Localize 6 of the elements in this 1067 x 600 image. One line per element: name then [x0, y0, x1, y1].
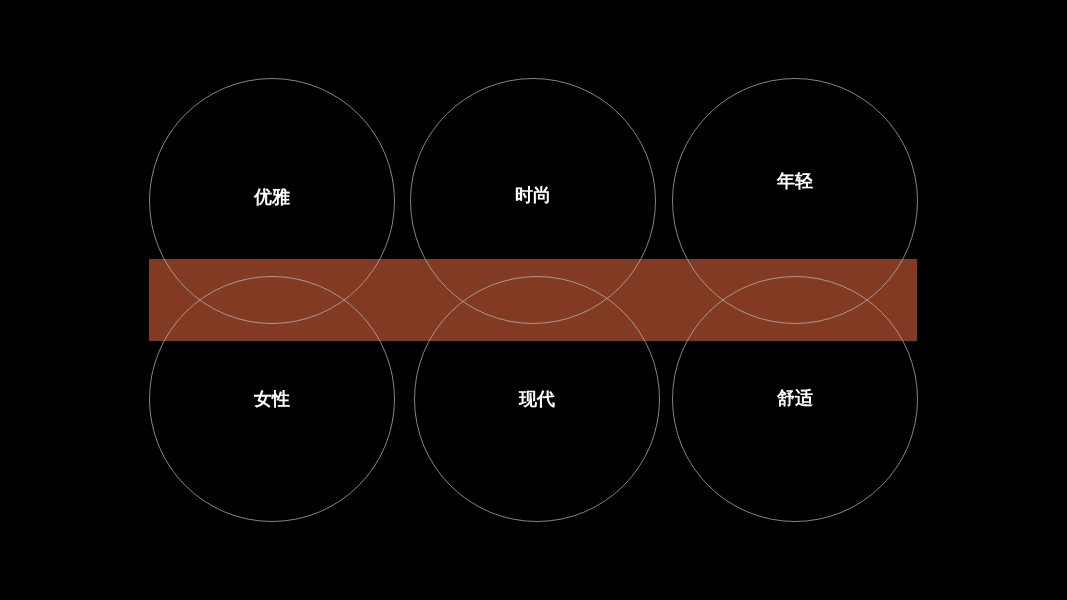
- circle-label: 女性: [254, 387, 290, 411]
- circle-label: 优雅: [254, 185, 290, 209]
- circle-label: 时尚: [515, 183, 551, 207]
- circle-label: 现代: [519, 387, 555, 411]
- circle-label: 年轻: [777, 169, 813, 193]
- circle-label: 舒适: [777, 386, 813, 410]
